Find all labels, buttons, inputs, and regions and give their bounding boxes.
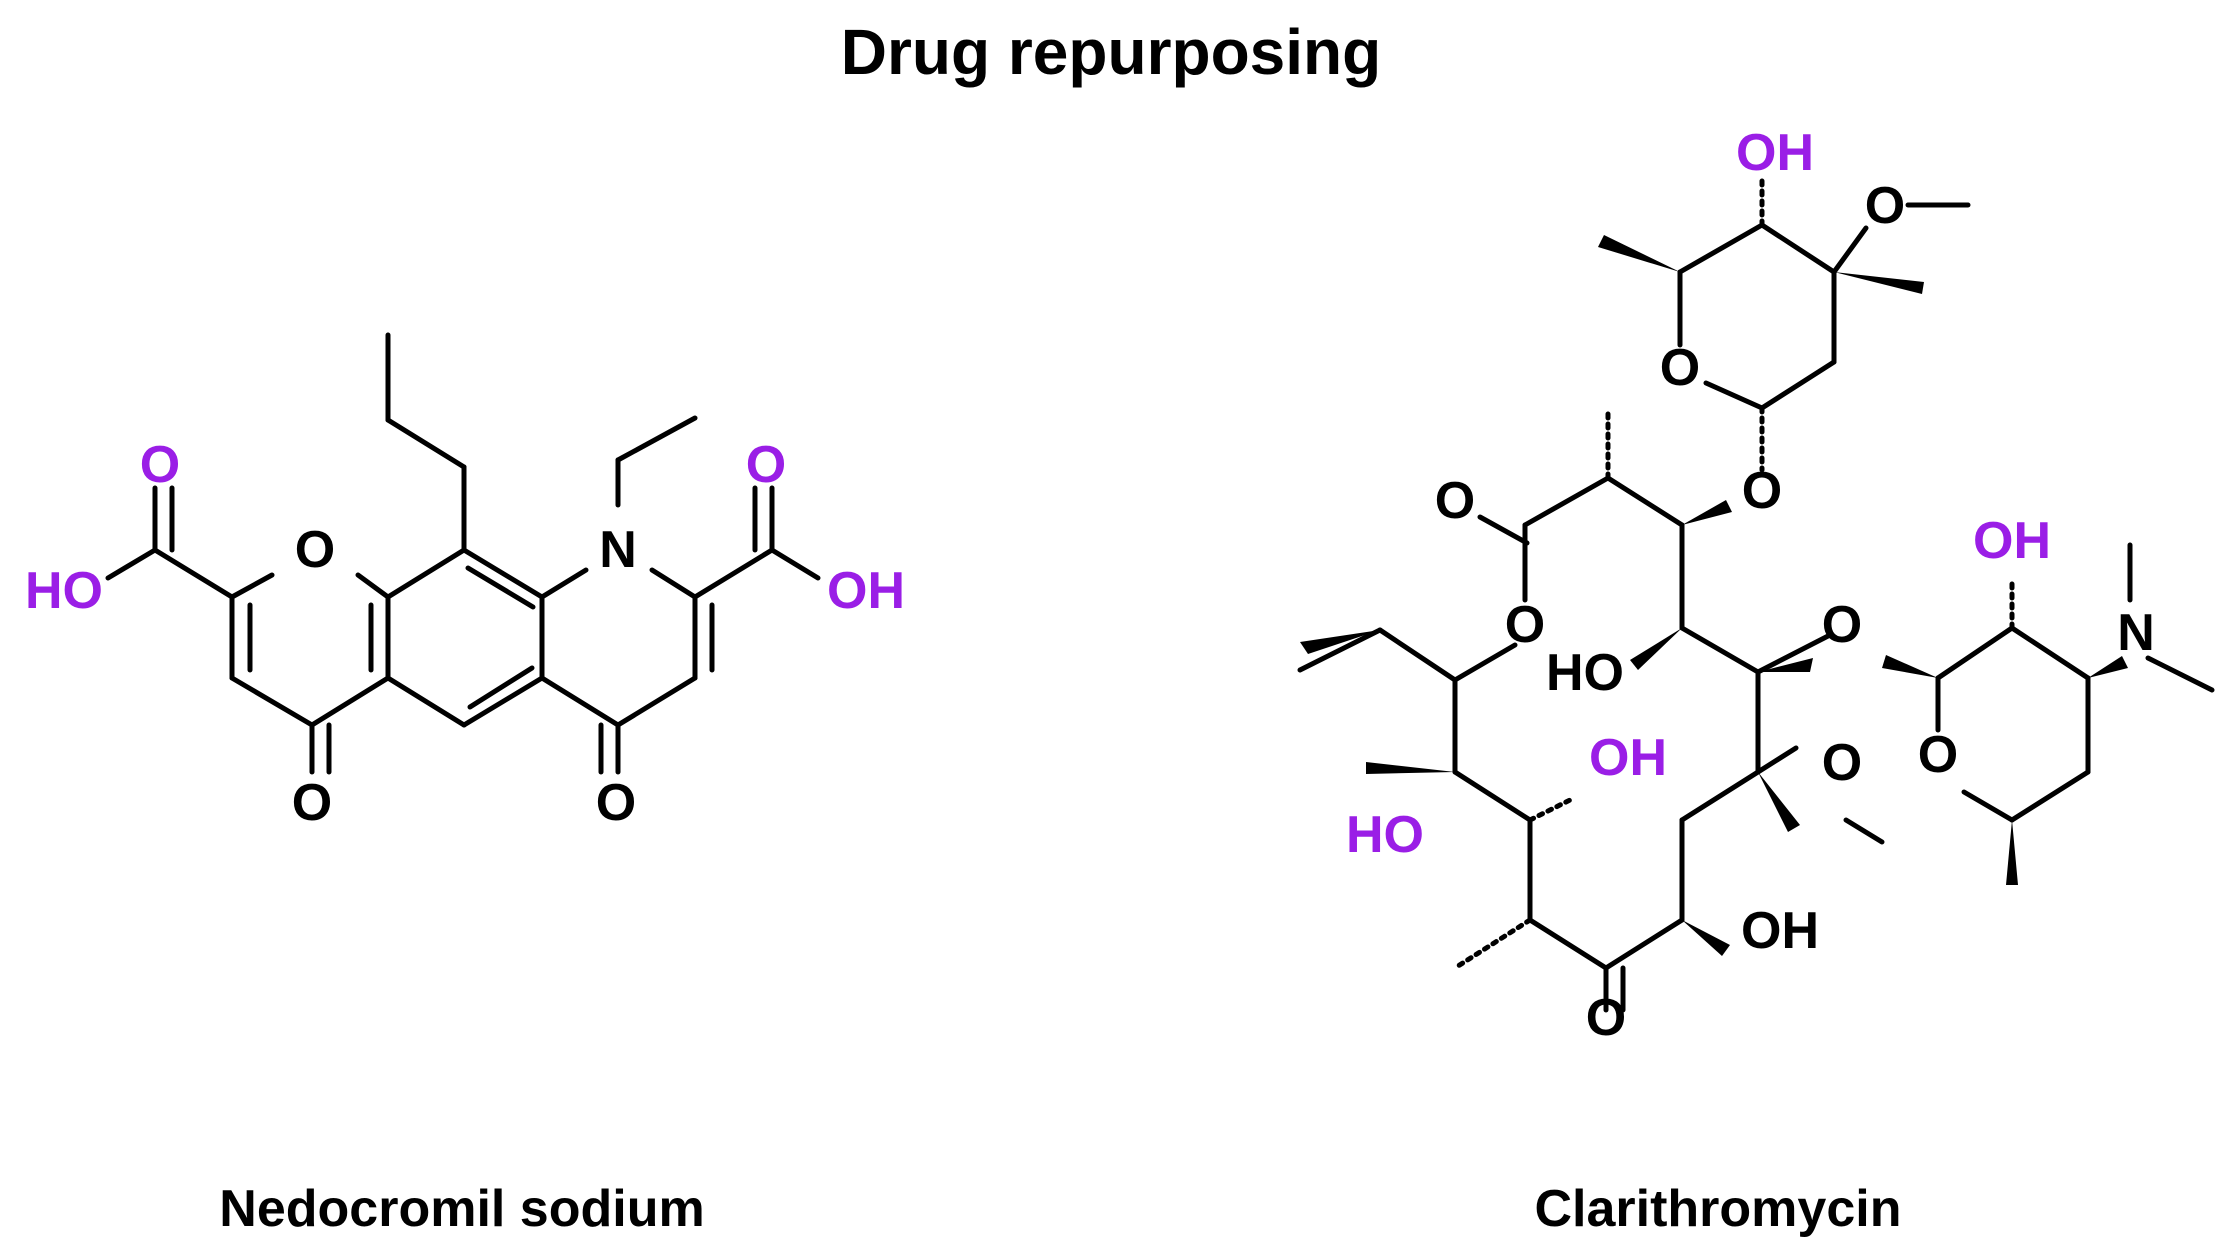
clarithromycin-atom-glycoside-o-top: O [1742, 462, 1782, 520]
nedocromil-atom-acid-left-hydroxyl: HO [25, 562, 103, 620]
clarithromycin-wedges [1300, 235, 2128, 956]
nedocromil-atom-acid-right-carbonyl: O [746, 436, 786, 494]
clarithromycin-atom-glycoside-o-mid: O [1822, 596, 1862, 654]
nedocromil-atom-acid-left-carbonyl: O [140, 436, 180, 494]
clarithromycin-atom-lactone-ring-o: O [1505, 596, 1545, 654]
nedocromil-atom-keto-right: O [596, 774, 636, 832]
figure-title: Drug repurposing [841, 16, 1381, 88]
clarithromycin-atom-ketone-o: O [1586, 989, 1626, 1047]
nedocromil-structure: O N O O O HO O OH [25, 332, 905, 832]
nedocromil-caption: Nedocromil sodium [219, 1180, 704, 1238]
clarithromycin-atom-macro-ho: HO [1546, 644, 1624, 702]
clarithromycin-atom-cladinose-ring-o: O [1660, 339, 1700, 397]
clarithromycin-atom-c11-oh: OH [1589, 729, 1667, 787]
clarithromycin-atom-desosamine-oh: OH [1973, 512, 2051, 570]
clarithromycin-caption: Clarithromycin [1535, 1180, 1902, 1238]
clarithromycin-atom-c12-ho: HO [1346, 806, 1424, 864]
clarithromycin-atom-lactone-carbonyl-o: O [1435, 472, 1475, 530]
nedocromil-atom-ring-o: O [295, 521, 335, 579]
nedocromil-atom-keto-left: O [292, 774, 332, 832]
clarithromycin-atom-c6-ome: O [1822, 734, 1862, 792]
nedocromil-bonds [105, 332, 821, 775]
nedocromil-atom-ring-n: N [599, 521, 637, 579]
clarithromycin-atom-desosamine-ring-o: O [1918, 726, 1958, 784]
clarithromycin-atom-desosamine-n: N [2117, 604, 2155, 662]
clarithromycin-atom-cladinose-ome: O [1865, 177, 1905, 235]
clarithromycin-atom-macro-oh-bottom: OH [1741, 902, 1819, 960]
nedocromil-atom-acid-right-hydroxyl: OH [827, 562, 905, 620]
clarithromycin-structure: OH O O O O O HO O OH N O O OH HO OH O [1297, 124, 2215, 1047]
clarithromycin-bonds [1297, 177, 2215, 1013]
clarithromycin-atom-cladinose-oh: OH [1736, 124, 1814, 182]
